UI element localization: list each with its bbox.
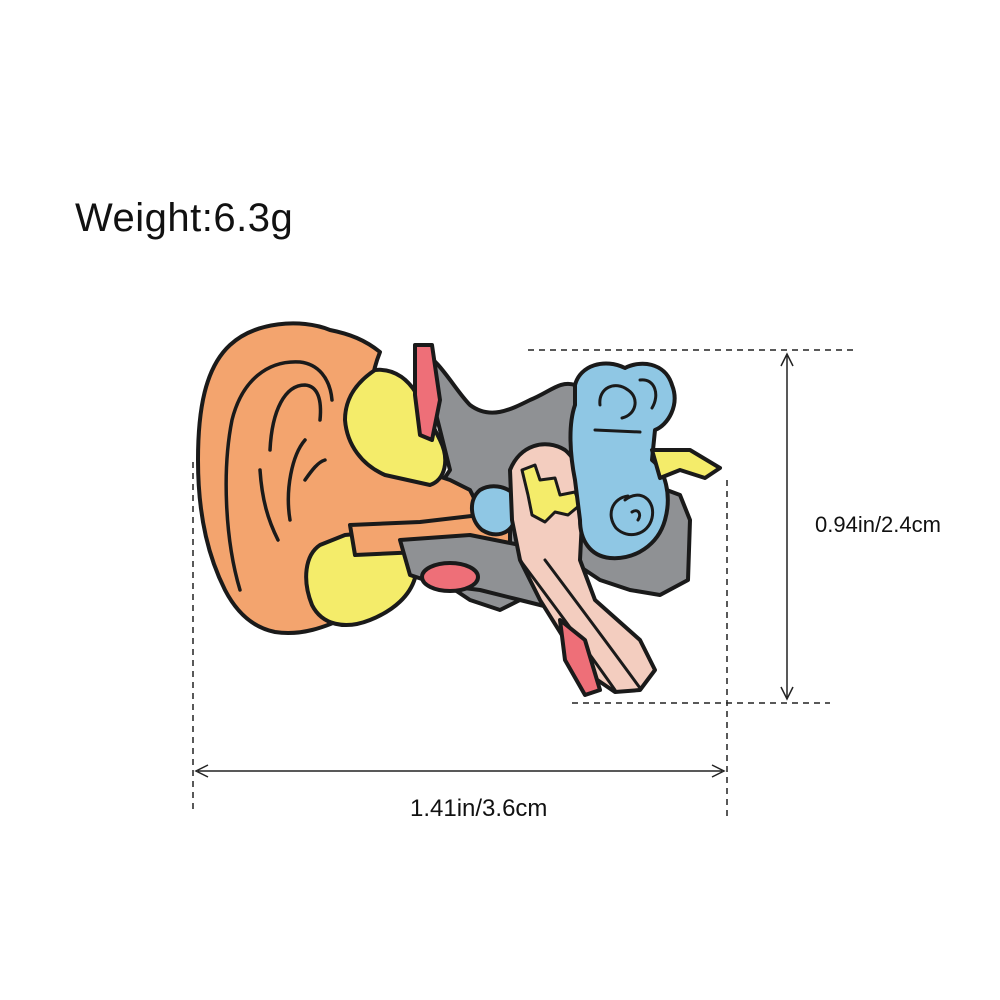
semicircular-canals bbox=[593, 378, 658, 434]
cochlea-spiral bbox=[609, 493, 655, 537]
tympanic-membrane bbox=[470, 484, 517, 537]
pink-oval bbox=[420, 561, 480, 593]
inner-ear bbox=[568, 361, 677, 561]
pink-strip-lower bbox=[558, 618, 602, 697]
height-arrow-top bbox=[780, 352, 794, 367]
helix-fold bbox=[224, 360, 334, 592]
weight-label: Weight:6.3g bbox=[75, 196, 294, 240]
height-dimension-label: 0.94in/2.4cm bbox=[815, 512, 941, 537]
width-dimension-label: 1.41in/3.6cm bbox=[410, 795, 548, 822]
auditory-nerve bbox=[650, 448, 722, 480]
height-arrow-bottom bbox=[780, 686, 794, 701]
concha-fold bbox=[258, 438, 327, 542]
width-arrow-right bbox=[711, 764, 726, 778]
antihelix-fold bbox=[268, 383, 323, 452]
eustachian-tube bbox=[518, 558, 642, 692]
width-arrow-left bbox=[194, 764, 209, 778]
ear-anatomy-pin bbox=[196, 321, 722, 697]
dimension-guides bbox=[192, 349, 856, 820]
pink-strip-top bbox=[413, 343, 442, 442]
